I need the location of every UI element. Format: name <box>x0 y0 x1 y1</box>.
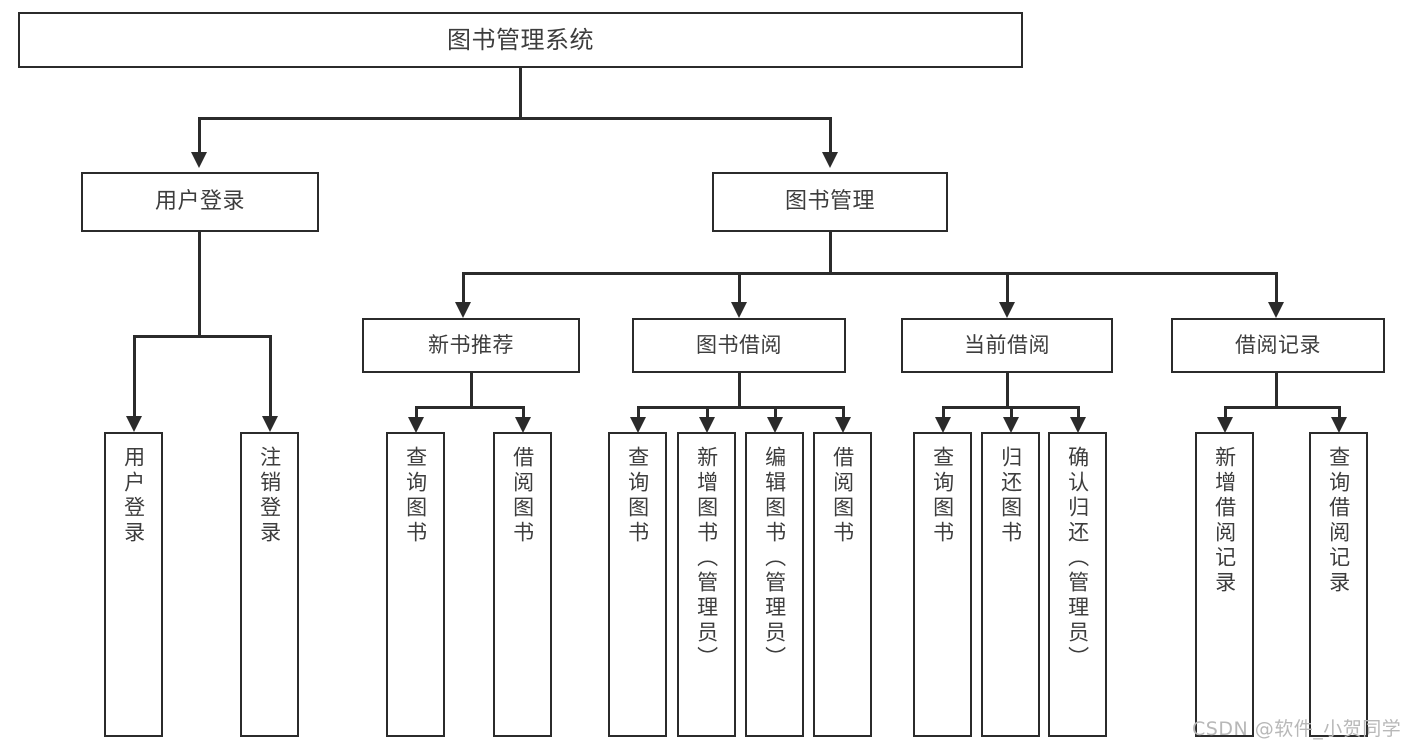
connector-borrow-leg-0 <box>637 406 640 417</box>
node-label: 用户登录 <box>121 446 146 546</box>
node-label: 查询图书 <box>930 446 955 546</box>
node-new-book-recommend[interactable]: 新书推荐 <box>362 318 580 373</box>
node-label: 图书借阅 <box>696 333 782 358</box>
arrow-record-0 <box>1217 417 1233 433</box>
leaf-add-book-admin[interactable]: 新增图书（管理员） <box>677 432 736 737</box>
node-root-system[interactable]: 图书管理系统 <box>18 12 1023 68</box>
node-book-management[interactable]: 图书管理 <box>712 172 948 232</box>
connector-borrow-leg-2 <box>774 406 777 417</box>
node-label: 查询图书 <box>403 446 428 546</box>
arrow-current-1 <box>1003 417 1019 433</box>
node-current-borrow[interactable]: 当前借阅 <box>901 318 1113 373</box>
arrow-level2-3 <box>1268 302 1284 318</box>
connector-newbook-stem <box>470 373 473 406</box>
connector-newbook-leg-1 <box>522 406 525 417</box>
node-label: 借阅图书 <box>510 446 535 546</box>
connector-newbook-bar <box>415 406 525 409</box>
arrow-level2-1 <box>731 302 747 318</box>
leaf-borrow-book[interactable]: 借阅图书 <box>813 432 872 737</box>
arrow-userlogin-1 <box>262 416 278 432</box>
connector-borrow-stem <box>738 373 741 406</box>
connector-level2-leg-0 <box>462 272 465 302</box>
leaf-query-book-borrow[interactable]: 查询图书 <box>608 432 667 737</box>
connector-level2-leg-3 <box>1275 272 1278 302</box>
node-label: 借阅记录 <box>1235 333 1321 358</box>
arrow-borrow-0 <box>630 417 646 433</box>
arrow-level2-2 <box>999 302 1015 318</box>
connector-record-stem <box>1275 373 1278 406</box>
leaf-add-borrow-record[interactable]: 新增借阅记录 <box>1195 432 1254 737</box>
arrow-borrow-2 <box>767 417 783 433</box>
node-label: 确认归还（管理员） <box>1065 446 1090 671</box>
node-book-borrow[interactable]: 图书借阅 <box>632 318 846 373</box>
node-label: 借阅图书 <box>830 446 855 546</box>
connector-current-leg-0 <box>942 406 945 417</box>
connector-borrow-leg-3 <box>842 406 845 417</box>
connector-userlogin-leg-1 <box>269 335 272 416</box>
connector-borrow-bar <box>637 406 845 409</box>
arrow-userlogin-0 <box>126 416 142 432</box>
arrow-newbook-1 <box>515 417 531 433</box>
connector-bookmgmt-stem <box>829 232 832 272</box>
node-label: 归还图书 <box>998 446 1023 546</box>
leaf-logout[interactable]: 注销登录 <box>240 432 299 737</box>
leaf-borrow-book-newbook[interactable]: 借阅图书 <box>493 432 552 737</box>
arrow-current-2 <box>1070 417 1086 433</box>
connector-userlogin-stem <box>198 232 201 335</box>
node-label: 查询图书 <box>625 446 650 546</box>
arrow-borrow-1 <box>699 417 715 433</box>
arrow-level1-1 <box>822 152 838 168</box>
leaf-user-login[interactable]: 用户登录 <box>104 432 163 737</box>
leaf-edit-book-admin[interactable]: 编辑图书（管理员） <box>745 432 804 737</box>
connector-root-stem <box>519 68 522 117</box>
connector-current-stem <box>1006 373 1009 406</box>
connector-record-leg-0 <box>1224 406 1227 417</box>
node-user-login[interactable]: 用户登录 <box>81 172 319 232</box>
connector-level2-bar <box>462 272 1278 275</box>
connector-userlogin-leg-0 <box>133 335 136 416</box>
node-label: 图书管理 <box>784 189 875 215</box>
connector-level2-leg-2 <box>1006 272 1009 302</box>
leaf-query-book-current[interactable]: 查询图书 <box>913 432 972 737</box>
arrow-level1-0 <box>191 152 207 168</box>
leaf-confirm-return-admin[interactable]: 确认归还（管理员） <box>1048 432 1107 737</box>
connector-current-leg-1 <box>1010 406 1013 417</box>
arrow-level2-0 <box>455 302 471 318</box>
node-label: 查询借阅记录 <box>1326 446 1351 596</box>
leaf-query-book-newbook[interactable]: 查询图书 <box>386 432 445 737</box>
arrow-record-1 <box>1331 417 1347 433</box>
node-borrow-record[interactable]: 借阅记录 <box>1171 318 1385 373</box>
connector-level1-leg-0 <box>198 117 201 152</box>
connector-level2-leg-1 <box>738 272 741 302</box>
leaf-return-book[interactable]: 归还图书 <box>981 432 1040 737</box>
node-label: 编辑图书（管理员） <box>762 446 787 671</box>
arrow-current-0 <box>935 417 951 433</box>
arrow-newbook-0 <box>408 417 424 433</box>
node-label: 注销登录 <box>257 446 282 546</box>
connector-borrow-leg-1 <box>706 406 709 417</box>
arrow-borrow-3 <box>835 417 851 433</box>
node-label: 新增图书（管理员） <box>694 446 719 671</box>
connector-record-leg-1 <box>1338 406 1341 417</box>
node-label: 当前借阅 <box>964 333 1050 358</box>
node-label: 图书管理系统 <box>447 26 594 54</box>
connector-level1-bar <box>198 117 832 120</box>
node-label: 新增借阅记录 <box>1212 446 1237 596</box>
leaf-query-borrow-record[interactable]: 查询借阅记录 <box>1309 432 1368 737</box>
connector-record-bar <box>1224 406 1341 409</box>
node-label: 新书推荐 <box>428 333 514 358</box>
connector-level1-leg-1 <box>829 117 832 152</box>
connector-userlogin-bar <box>133 335 271 338</box>
connector-newbook-leg-0 <box>415 406 418 417</box>
connector-current-leg-2 <box>1077 406 1080 417</box>
node-label: 用户登录 <box>154 189 245 215</box>
